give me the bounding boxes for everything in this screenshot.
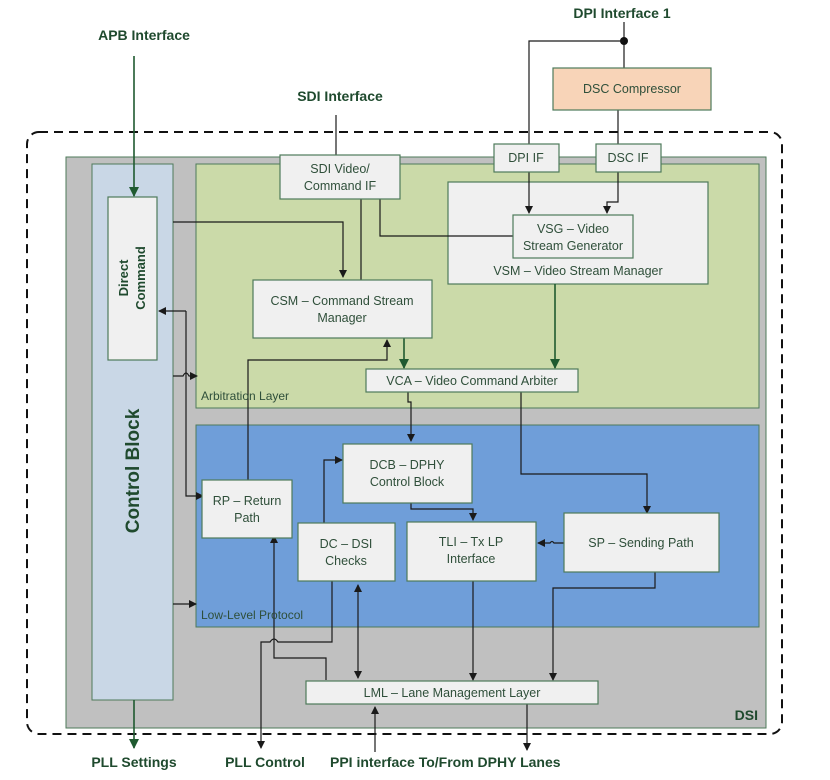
tli-block	[406, 521, 537, 582]
tli-label-1: TLI – Tx LP	[439, 535, 503, 549]
direct-command-block	[107, 196, 158, 361]
vsm-label: VSM – Video Stream Manager	[493, 264, 662, 278]
arbitration-layer-label: Arbitration Layer	[201, 389, 289, 403]
dcb-label-1: DCB – DPHY	[369, 458, 445, 472]
low-level-protocol-label: Low-Level Protocol	[201, 608, 303, 622]
ppi-interface-label: PPI interface To/From DPHY Lanes	[330, 754, 561, 770]
wire-rp-csm	[247, 339, 391, 482]
direct-command-label-1: Direct	[116, 259, 131, 297]
dc-label-2: Checks	[325, 554, 367, 568]
wire-vca-sp	[520, 392, 651, 514]
sdi-if-label-1: SDI Video/	[310, 162, 370, 176]
wire-sdiif-vsg	[379, 198, 513, 237]
wire-dc-dcb	[323, 456, 343, 523]
rp-label-2: Path	[234, 511, 260, 525]
pll-settings-label: PLL Settings	[91, 754, 177, 770]
wire-dpi1-to-dpiif	[528, 40, 624, 146]
wire-control-csm	[173, 221, 347, 278]
sdi-interface-label: SDI Interface	[297, 88, 383, 104]
vca-block	[365, 368, 579, 393]
dc-block	[297, 522, 396, 582]
wire-vca-dcb	[407, 392, 415, 442]
pll-control-label: PLL Control	[225, 754, 305, 770]
dpi-if-label: DPI IF	[508, 151, 544, 165]
rp-label-1: RP – Return	[213, 494, 282, 508]
wire-dcb-tli	[410, 503, 477, 521]
wire-control-arbitration	[173, 372, 198, 380]
dpi-interface-1-label: DPI Interface 1	[573, 5, 670, 21]
sdi-if-block	[279, 154, 401, 200]
rp-block	[201, 479, 293, 539]
wire-sp-tli	[537, 539, 564, 547]
direct-command-label-2: Command	[133, 246, 148, 310]
wire-dscif-vsg	[603, 172, 619, 214]
lml-label: LML – Lane Management Layer	[364, 686, 541, 700]
lml-block	[305, 680, 599, 705]
dsc-compressor-label: DSC Compressor	[583, 82, 681, 96]
vsg-label-1: VSG – Video	[537, 222, 609, 236]
wire-sp-lml	[549, 572, 656, 681]
sp-block	[563, 512, 720, 573]
dcb-label-2: Control Block	[370, 475, 445, 489]
dsc-if-block	[595, 143, 662, 173]
dsc-if-label: DSC IF	[608, 151, 649, 165]
csm-block	[252, 279, 433, 339]
apb-interface-label: APB Interface	[98, 27, 190, 43]
dcb-block	[342, 443, 473, 504]
sdi-if-label-2: Command IF	[304, 179, 377, 193]
tli-label-2: Interface	[447, 552, 496, 566]
control-block-label: Control Block	[123, 408, 144, 533]
wire-lml-rp	[270, 535, 327, 680]
dsc-compressor-block	[552, 67, 712, 111]
dpi-if-block	[493, 143, 560, 173]
vca-label: VCA – Video Command Arbiter	[386, 374, 557, 388]
ip-boundary	[26, 131, 783, 735]
dc-label-1: DC – DSI	[320, 537, 373, 551]
csm-label-2: Manager	[317, 311, 366, 325]
csm-label-1: CSM – Command Stream	[270, 294, 413, 308]
vsg-block	[512, 214, 634, 259]
sp-label: SP – Sending Path	[588, 536, 693, 550]
vsg-label-2: Stream Generator	[523, 239, 623, 253]
dsi-label: DSI	[735, 707, 758, 723]
